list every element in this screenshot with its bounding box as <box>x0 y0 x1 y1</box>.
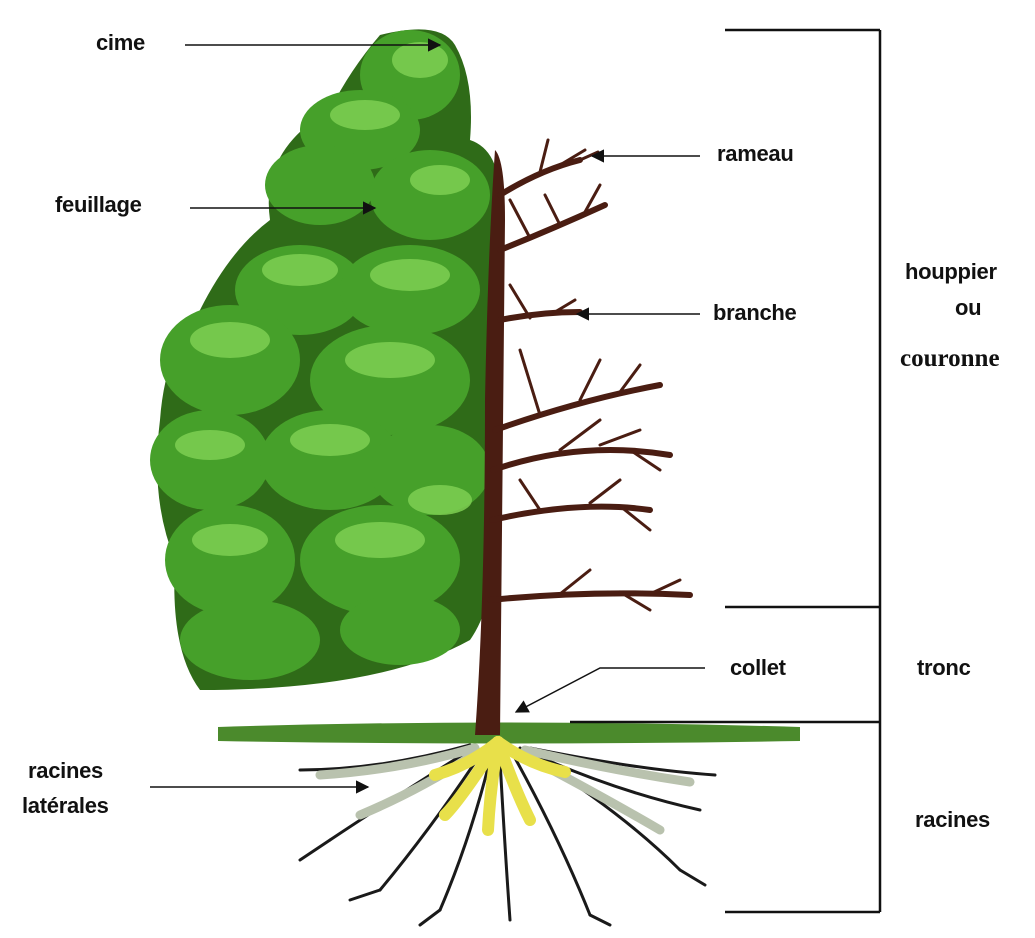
zone-couronne: couronne <box>900 345 1000 374</box>
pointer-collet <box>516 668 705 712</box>
zone-racines: racines <box>915 807 990 832</box>
foliage <box>150 29 500 690</box>
zone-houppier: houppier <box>905 259 997 284</box>
label-branche: branche <box>713 300 796 325</box>
label-cime: cime <box>96 30 145 55</box>
branches <box>490 140 690 610</box>
label-collet: collet <box>730 655 786 680</box>
ground-strip <box>218 723 800 744</box>
label-racines-laterales-1: racines <box>28 758 103 783</box>
zone-ou: ou <box>955 295 981 320</box>
label-rameau: rameau <box>717 141 793 166</box>
label-racines-laterales-2: latérales <box>22 793 109 818</box>
zone-tronc: tronc <box>917 655 971 680</box>
label-feuillage: feuillage <box>55 192 142 217</box>
